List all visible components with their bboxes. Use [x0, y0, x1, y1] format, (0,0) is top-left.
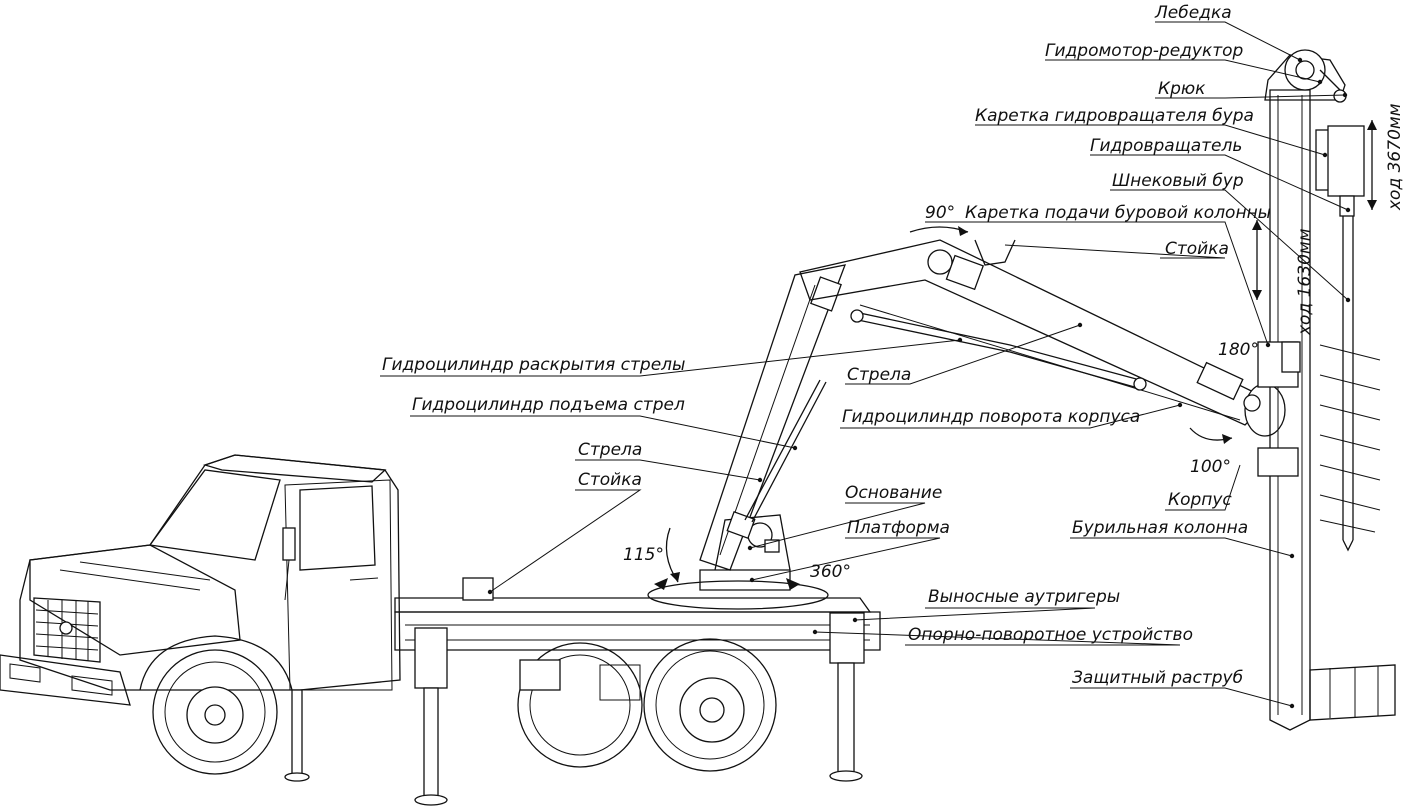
label-gc-raskrytiya: Гидроцилиндр раскрытия стрелы [382, 355, 685, 375]
labels: Лебедка Гидромотор-редуктор Крюк Каретка… [382, 3, 1405, 688]
dim-hod-3670: ход 3670мм [1385, 103, 1405, 211]
label-osnovanie: Основание [845, 483, 942, 503]
angle-100: 100° [1190, 457, 1231, 477]
label-platforma: Платформа [847, 518, 950, 538]
leader-lines [380, 21, 1351, 709]
label-vynosnye-autrigery: Выносные аутригеры [928, 587, 1120, 607]
label-strela-lower: Стрела [578, 440, 642, 460]
label-stoyka-lower: Стойка [578, 470, 642, 490]
angle-90: 90° [925, 203, 955, 223]
rear-outrigger [829, 612, 865, 782]
front-wheel [152, 649, 278, 775]
label-oporno-povorotnoe: Опорно-поворотное устройство [908, 625, 1193, 645]
label-karetka-gidrovrashatelya: Каретка гидровращателя бура [975, 106, 1254, 126]
label-burilnaya-kolonna: Бурильная колонна [1072, 518, 1248, 538]
angle-115: 115° [623, 545, 664, 565]
label-kryuk: Крюк [1158, 79, 1206, 99]
angle-360: 360° [810, 562, 851, 582]
angle-180: 180° [1218, 340, 1259, 360]
label-gc-povorota: Гидроцилиндр поворота корпуса [842, 407, 1140, 427]
label-karetka-podachi: Каретка подачи буровой колонны [965, 203, 1271, 223]
label-shnekovyi-bur: Шнековый бур [1112, 171, 1244, 191]
drill-mast [1252, 49, 1396, 731]
label-lebedka: Лебедка [1154, 3, 1232, 23]
label-gidrovrashatel: Гидровращатель [1090, 136, 1242, 156]
label-korpus: Корпус [1168, 490, 1232, 510]
crane [647, 226, 1286, 610]
label-zashitnyi-rastrub: Защитный раструб [1072, 668, 1243, 688]
rear-wheels [517, 638, 777, 772]
truck [0, 454, 881, 806]
dim-hod-1630: ход 1630мм [1295, 228, 1315, 336]
label-gidromotor-reduktor: Гидромотор-редуктор [1045, 41, 1244, 61]
label-gc-podema: Гидроцилиндр подъема стрел [412, 395, 685, 415]
front-outrigger [414, 627, 448, 806]
label-strela-upper: Стрела [847, 365, 911, 385]
label-stoyka-top: Стойка [1165, 239, 1229, 259]
